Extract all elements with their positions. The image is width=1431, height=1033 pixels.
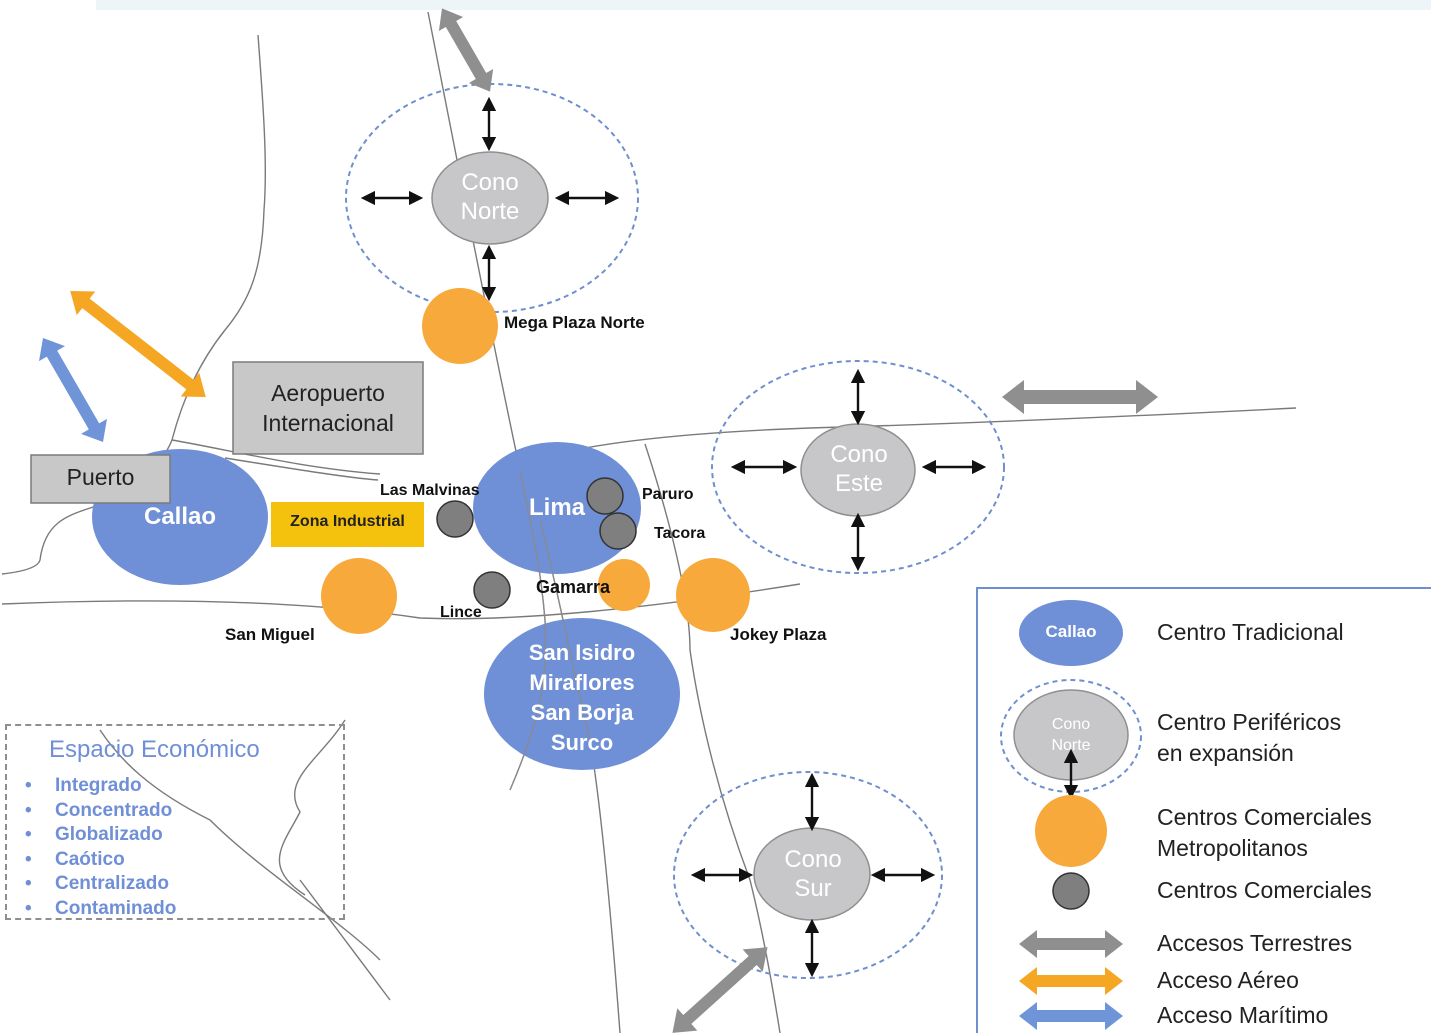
lince-center: [473, 571, 511, 609]
legend-box: [976, 587, 1431, 1033]
jokey-plaza-label: Jokey Plaza: [730, 625, 827, 644]
legend-label: Centros Comerciales Metropolitanos: [1157, 804, 1372, 861]
san-isidro-center: [484, 618, 680, 770]
maritimo-arrow: [39, 338, 107, 442]
terrestre-arrow-east: [1002, 380, 1158, 414]
puerto-text: Puerto: [66, 464, 135, 490]
zona-industrial-text: Zona Industrial: [290, 513, 405, 530]
legend-label: Acceso Marítimo: [1157, 1002, 1329, 1028]
san-isidro-text: San Isidro Miraflores San Borja Surco: [528, 640, 636, 755]
mega-plaza-norte-center: [422, 288, 498, 364]
cono-este-text: Cono Este: [830, 441, 888, 497]
local-commercial-centers: [436, 477, 637, 609]
terrestre-arrow-south: [672, 947, 768, 1033]
lima-center: [473, 442, 641, 574]
aeropuerto-box: [232, 361, 424, 455]
san-miguel-label: San Miguel: [225, 625, 315, 644]
economic-space-item: Caótico: [25, 848, 176, 873]
economic-space-box: Espacio Económico Integrado Concentrado …: [5, 724, 345, 920]
top-strip: [96, 0, 1431, 10]
callao-text: Callao: [143, 503, 217, 530]
tacora-center: [599, 512, 637, 550]
terrestre-arrow-north: [438, 8, 494, 92]
zona-industrial-box: [271, 502, 424, 547]
economic-space-item: Integrado: [25, 774, 176, 799]
cono-norte-area: [345, 83, 639, 313]
cono-norte-center: [431, 151, 549, 245]
mega-plaza-label: Mega Plaza Norte: [504, 313, 645, 332]
legend-cono-sample: Cono Norte: [1051, 716, 1091, 754]
las-malvinas-center: [436, 500, 474, 538]
cono-sur-text: Cono Sur: [784, 846, 842, 902]
legend-callao-sample: Callao: [1045, 622, 1097, 641]
economic-space-item: Concentrado: [25, 799, 176, 824]
lima-overlay-lines: [509, 469, 591, 791]
economic-space-item: Globalizado: [25, 823, 176, 848]
las-malvinas-label: Las Malvinas: [380, 482, 480, 499]
cono-este-area: [711, 360, 1005, 574]
san-miguel-center: [321, 558, 397, 634]
paruro-label: Paruro: [642, 486, 694, 503]
lima-text: Lima: [528, 494, 585, 521]
cono-norte-text: Cono Norte: [460, 169, 520, 225]
cono-sur-area: [673, 771, 943, 979]
legend-label: Acceso Aéreo: [1157, 967, 1299, 993]
legend-label: Centro Tradicional: [1157, 619, 1344, 645]
legend-label: Centros Comerciales: [1157, 877, 1372, 903]
economic-space-item: Contaminado: [25, 897, 176, 922]
paruro-center: [586, 477, 624, 515]
legend-label: Accesos Terrestres: [1157, 930, 1353, 956]
gamarra-label: Gamarra: [536, 577, 611, 597]
access-arrows: [39, 8, 1158, 1033]
jokey-plaza-center: [676, 558, 750, 632]
economic-space-list: Integrado Concentrado Globalizado Caótic…: [25, 774, 176, 921]
lince-label: Lince: [440, 604, 482, 621]
legend-label: Centro Periféricos en expansión: [1157, 709, 1342, 766]
puerto-box: [30, 454, 171, 504]
aereo-arrow: [70, 291, 206, 397]
aeropuerto-text: Aeropuerto Internacional: [262, 380, 394, 436]
economic-space-title: Espacio Económico: [49, 736, 260, 763]
economic-space-item: Centralizado: [25, 872, 176, 897]
tacora-label: Tacora: [654, 525, 706, 542]
gamarra-orange-center: [598, 559, 650, 611]
expansion-arrows: [360, 96, 987, 978]
